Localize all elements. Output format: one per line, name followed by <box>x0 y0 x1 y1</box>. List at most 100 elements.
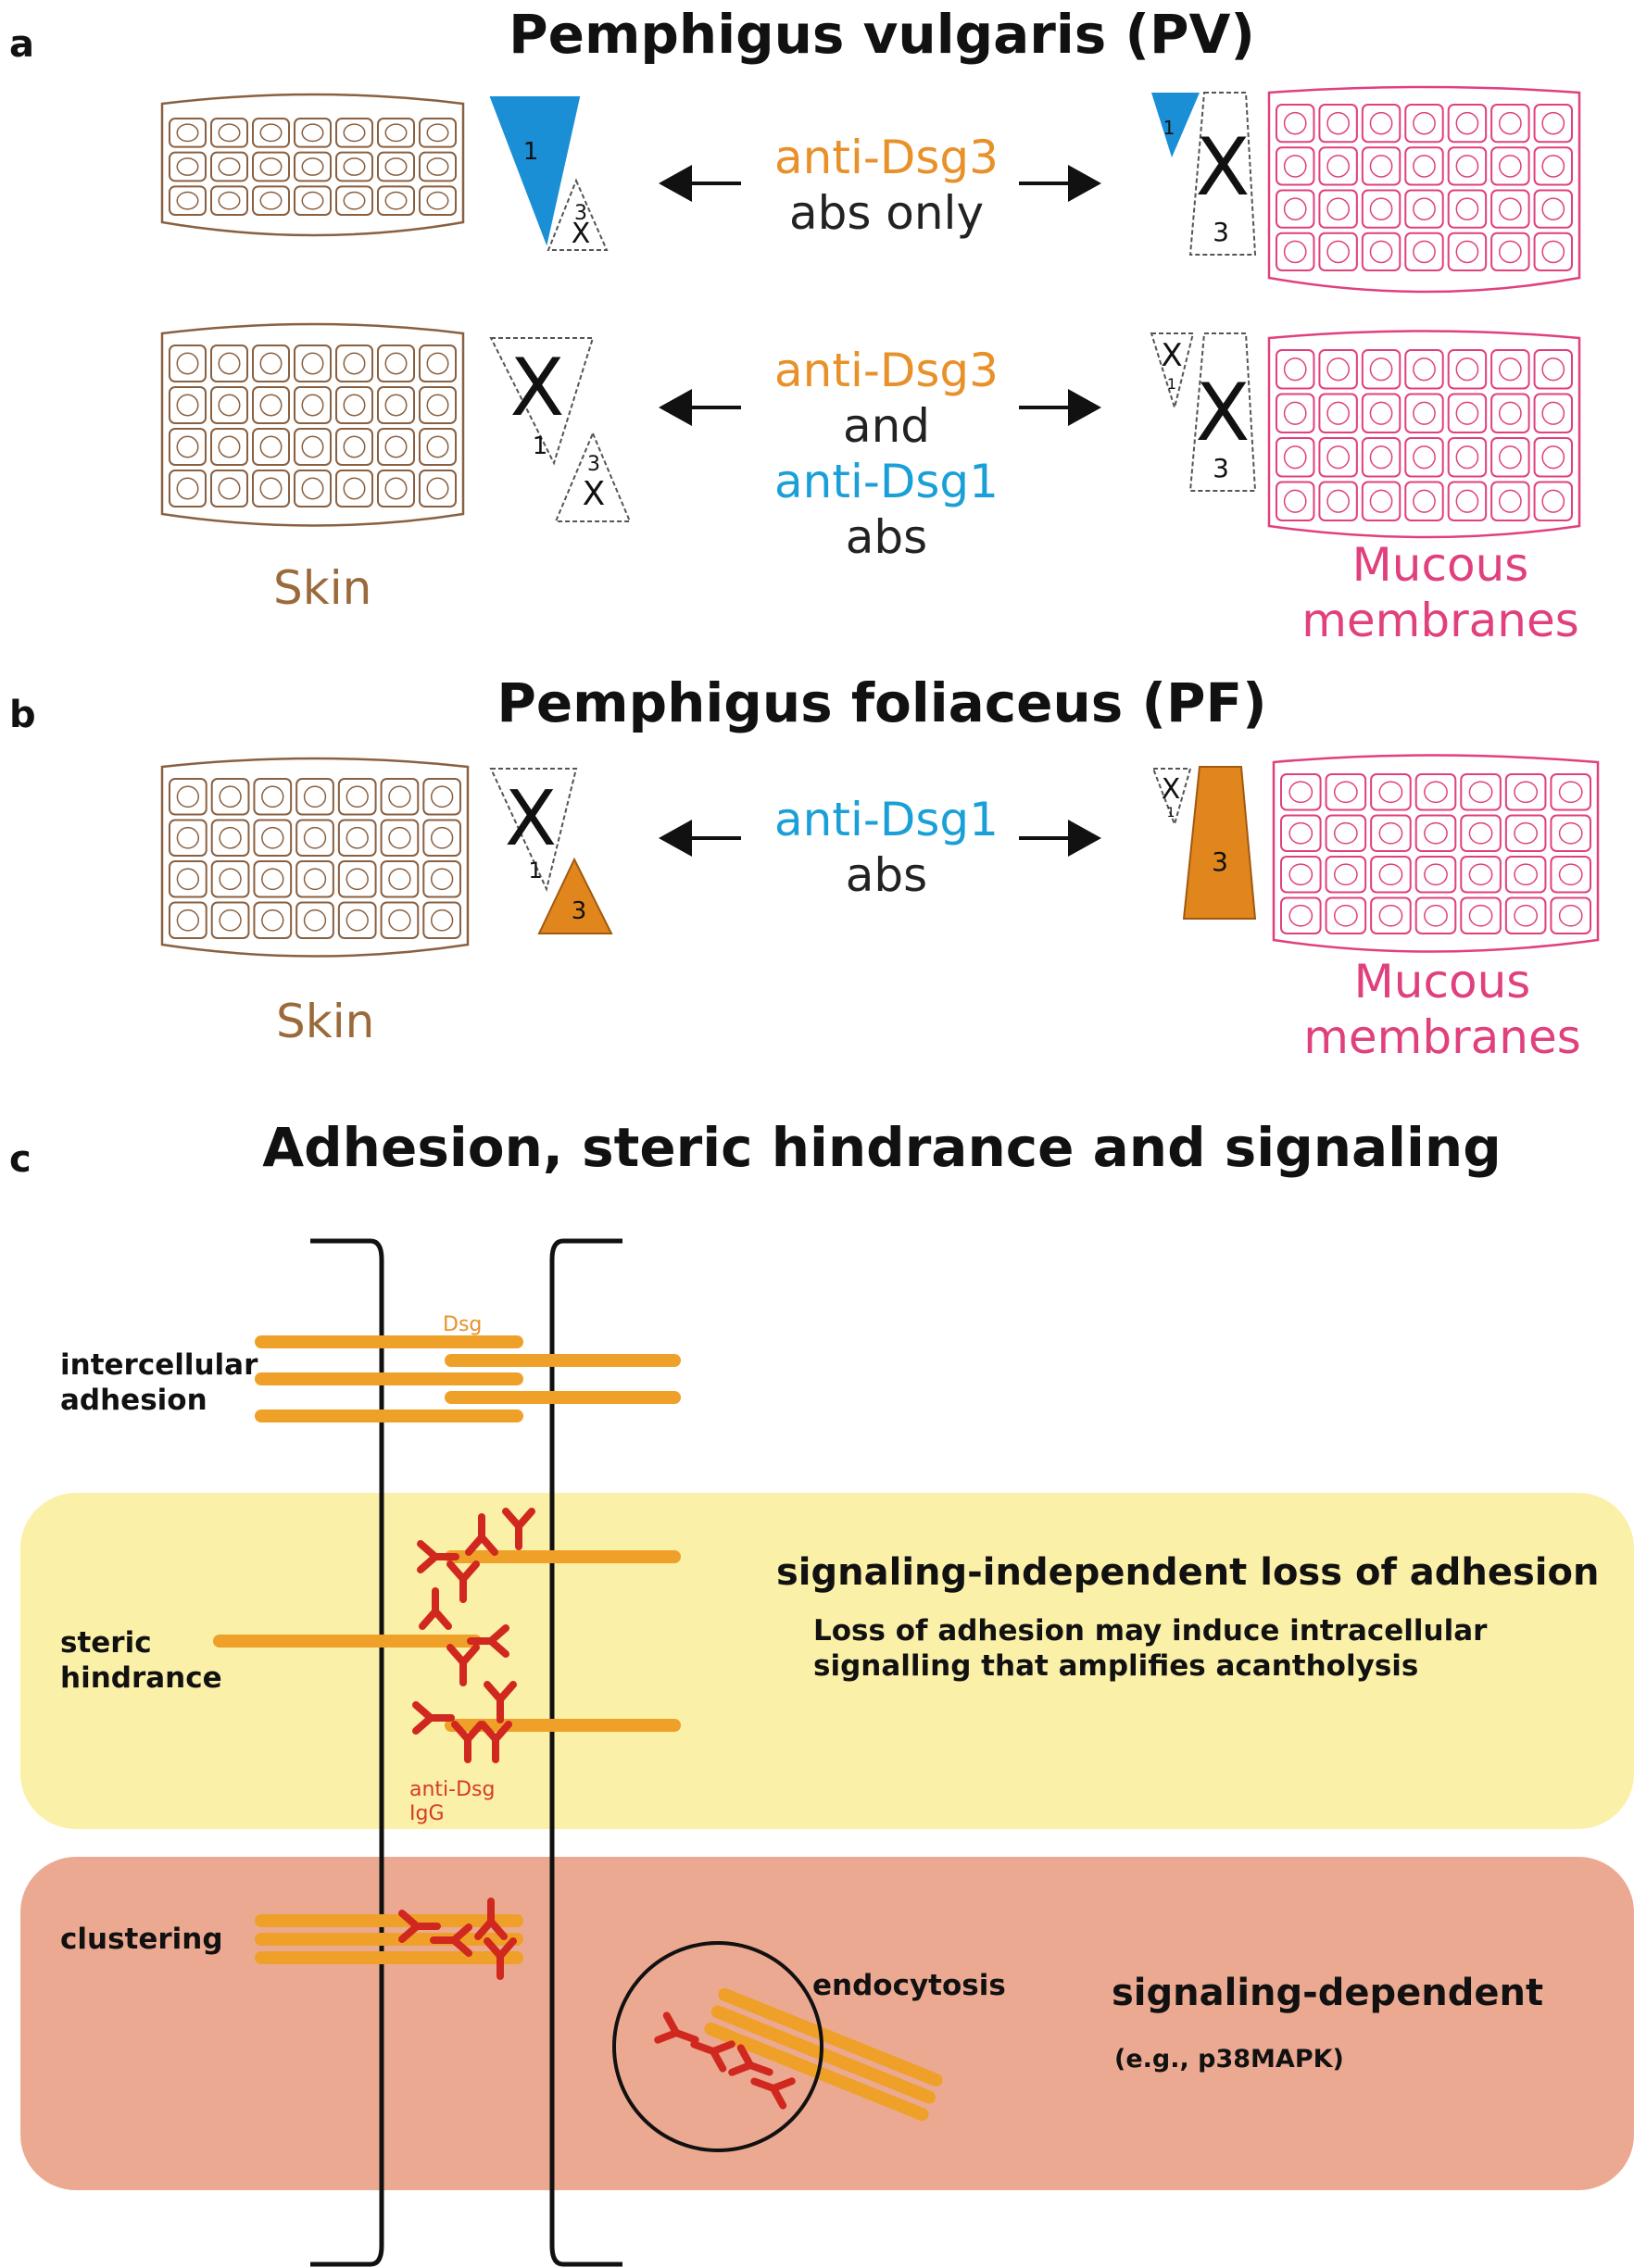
tissue-cell <box>335 386 373 424</box>
tissue-cell <box>1533 104 1573 144</box>
tissue-cell <box>294 470 332 507</box>
antibody <box>484 1937 517 1980</box>
tissue-cell <box>1504 896 1547 934</box>
tissue-cell <box>377 428 415 466</box>
cell-nucleus <box>1541 357 1565 382</box>
tissue-cell <box>1550 814 1592 852</box>
tissue-cell <box>1490 481 1530 521</box>
cell-nucleus <box>219 826 242 849</box>
cell-nucleus <box>1514 863 1539 886</box>
tissue-cell <box>1533 437 1573 478</box>
dsg-rods-adhesion <box>255 1335 681 1422</box>
cell-nucleus <box>261 908 284 932</box>
cell-nucleus <box>1369 240 1393 264</box>
cell-nucleus <box>346 868 369 891</box>
tissue-cell <box>210 819 250 857</box>
cell-nucleus <box>388 908 411 932</box>
svg-text:X: X <box>505 775 557 863</box>
cell-nucleus <box>384 435 408 458</box>
tissue-cell <box>294 151 332 182</box>
tissue-cell <box>1318 437 1358 478</box>
cell-nucleus <box>1468 821 1493 845</box>
cell-nucleus <box>176 826 200 849</box>
cell-nucleus <box>1558 904 1583 927</box>
pv2-mucous-dsg3-marker: X 3 <box>1188 332 1257 492</box>
tissue-cell <box>1504 773 1547 811</box>
tissue-cell <box>377 185 415 216</box>
cell-nucleus <box>301 352 324 375</box>
antibody <box>474 1898 508 1940</box>
cell-nucleus <box>343 157 366 176</box>
cell-nucleus <box>426 123 449 143</box>
tissue-cell <box>1325 896 1367 934</box>
cell-nucleus <box>1455 155 1479 178</box>
svg-text:1: 1 <box>1167 375 1176 393</box>
cell-nucleus <box>176 477 199 500</box>
tissue-cell <box>252 185 290 216</box>
tissue-cell <box>1276 349 1315 390</box>
anti-dsg-igg-antibodies <box>398 1508 796 2110</box>
antibody <box>479 1721 512 1763</box>
tissue-cell <box>252 428 290 466</box>
cell-nucleus <box>301 477 324 500</box>
pv2-skin-dsg1-marker: X 1 <box>489 337 595 466</box>
pv-mucous-tissue-1 <box>1267 85 1581 294</box>
cell-nucleus <box>1541 445 1565 470</box>
cell-nucleus <box>1455 240 1479 264</box>
cell-nucleus <box>1369 445 1393 470</box>
cell-nucleus <box>388 826 411 849</box>
cell-nucleus <box>1455 357 1479 382</box>
cell-nucleus <box>303 868 327 891</box>
tissue-cell <box>1504 814 1547 852</box>
pv-skin-tissue-2 <box>160 322 465 527</box>
antibody <box>419 1587 452 1630</box>
cell-nucleus <box>426 157 449 176</box>
antibody <box>446 1644 480 1686</box>
cell-nucleus <box>301 123 324 143</box>
cell-nucleus <box>1499 401 1522 425</box>
tissue-cell <box>419 386 457 424</box>
pv-skin-dsg3-marker: 3 X <box>547 178 609 251</box>
tissue-cell <box>1533 189 1573 229</box>
tissue-cell <box>1533 146 1573 186</box>
tissue-cell <box>335 151 373 182</box>
tissue-cell <box>1447 437 1488 478</box>
tissue-cell <box>1414 896 1457 934</box>
tissue-cell <box>1276 437 1315 478</box>
cell-nucleus <box>1326 489 1350 513</box>
antibody <box>502 1508 535 1550</box>
tissue-cell <box>295 901 334 939</box>
cell-nucleus <box>218 123 241 143</box>
tissue-cell <box>1280 896 1322 934</box>
tissue-cell <box>1447 189 1488 229</box>
tissue-cell <box>169 470 207 507</box>
cell-nucleus <box>1326 357 1350 382</box>
cell-nucleus <box>384 394 408 417</box>
pf-mucous-dsg3-marker: 3 <box>1182 766 1257 920</box>
tissue-cell <box>252 151 290 182</box>
cell-nucleus <box>1455 111 1479 135</box>
tissue-cell <box>1490 437 1530 478</box>
cell-nucleus <box>1369 401 1393 425</box>
cell-nucleus <box>1541 155 1565 178</box>
tissue-cell <box>169 345 207 382</box>
cell-nucleus <box>1499 240 1522 264</box>
tissue-cell <box>1361 189 1401 229</box>
cell-nucleus <box>218 157 241 176</box>
cell-nucleus <box>1468 904 1493 927</box>
cell-nucleus <box>343 477 366 500</box>
cell-nucleus <box>1455 401 1479 425</box>
cell-nucleus <box>259 157 283 176</box>
tissue-cell <box>1447 104 1488 144</box>
tissue-cell <box>210 428 248 466</box>
tissue-cell <box>1318 349 1358 390</box>
tissue-cell <box>337 819 377 857</box>
tissue-cell <box>1490 349 1530 390</box>
cell-nucleus <box>1499 357 1522 382</box>
tissue-cell <box>1276 481 1315 521</box>
cell-nucleus <box>1413 401 1436 425</box>
cell-nucleus <box>1541 111 1565 135</box>
tissue-cell <box>1414 814 1457 852</box>
tissue-cell <box>295 860 334 898</box>
tissue-cell <box>1404 349 1444 390</box>
